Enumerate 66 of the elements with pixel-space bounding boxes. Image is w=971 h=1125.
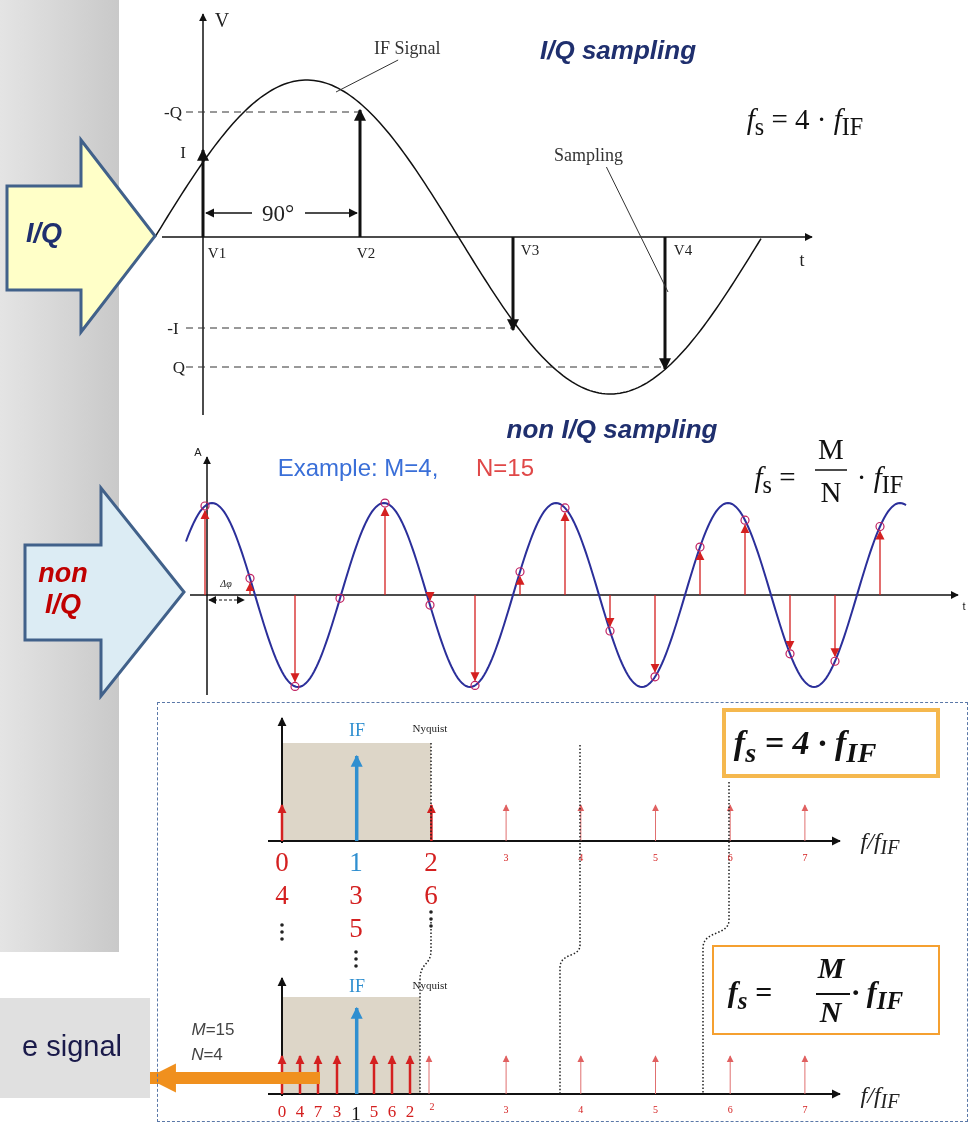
- axis-label: t: [799, 251, 805, 269]
- dimension-label: Δφ: [220, 579, 232, 589]
- axis-tick-label: 2: [405, 1102, 415, 1120]
- dashed-panel: [157, 702, 968, 1122]
- axis-tick-label: 5: [653, 1105, 658, 1115]
- sample-label: V3: [520, 242, 540, 258]
- axis-tick-label: 5: [349, 914, 363, 942]
- axis-tick-label: 5: [653, 853, 658, 863]
- axis-tick-label: 1: [351, 1103, 361, 1123]
- sample-label: V1: [207, 245, 227, 261]
- block-arrow-connector: [147, 1063, 320, 1093]
- callout-label: IF Signal: [372, 38, 467, 60]
- axis-tick-label: 2: [429, 1102, 435, 1112]
- axis-tick-label: 4: [295, 1102, 305, 1120]
- axis-label: A: [194, 446, 202, 458]
- axis-tick-label: 1: [349, 848, 363, 876]
- block-arrow: non I/Q: [22, 486, 187, 698]
- formula: · f$_{IF}$: [856, 462, 904, 498]
- axis-tick-label: 2: [424, 848, 438, 876]
- axis-tick-label: 6: [727, 1105, 733, 1115]
- leader-line: [335, 59, 399, 93]
- example-text: N=15: [476, 454, 534, 482]
- parameter-label: M=15: [191, 1020, 235, 1040]
- axis-tick-label: 6: [387, 1102, 397, 1120]
- example-text: Example: M=4,: [277, 454, 439, 482]
- axis-label: V: [214, 10, 230, 30]
- spectral-label: IF: [349, 977, 365, 995]
- axis-tick-label: 6: [424, 881, 438, 909]
- axis-label: t: [962, 600, 966, 612]
- axis-tick-label: -Q: [164, 103, 182, 121]
- chart-title: I/Q sampling: [540, 37, 696, 63]
- axis-tick-label: 4: [578, 1105, 584, 1115]
- sample-label: V2: [356, 245, 376, 261]
- spectral-label: Nyquist: [412, 979, 448, 991]
- block-arrow: I/Q: [4, 138, 158, 334]
- axis-tick-label: 7: [802, 1105, 808, 1115]
- axis-tick-label: 3: [503, 1105, 509, 1115]
- axis-tick-label: 7: [313, 1102, 323, 1120]
- axis-tick-label: 0: [275, 848, 289, 876]
- axis-tick-label: 3: [332, 1102, 342, 1120]
- axis-label: f/f$_{IF}$: [860, 1082, 900, 1112]
- formula: N: [820, 477, 842, 507]
- axis-tick-label: 4: [275, 881, 289, 909]
- axis-tick-label: Q: [172, 358, 186, 376]
- axis-tick-label: 3: [349, 881, 363, 909]
- axis-tick-label: 5: [369, 1102, 379, 1120]
- callout-label: Sampling: [552, 145, 650, 167]
- sample-label: V4: [673, 242, 693, 258]
- axis-tick-label: 3: [503, 853, 509, 863]
- signal-box: e signal: [0, 998, 150, 1098]
- axis-tick-label: 4: [578, 853, 584, 863]
- leader-line: [605, 166, 669, 293]
- formula: M: [818, 434, 844, 464]
- axis-tick-label: -I: [167, 319, 179, 337]
- formula: f$_{s}$ =: [754, 462, 796, 498]
- formula: f$_{s}$ = 4 · f$_{IF}$: [746, 104, 864, 140]
- axis-tick-label: I: [180, 143, 186, 161]
- chart-title: non I/Q sampling: [506, 416, 718, 442]
- axis-tick-label: 7: [802, 853, 808, 863]
- parameter-label: N=4: [191, 1045, 223, 1065]
- axis-label: f/f$_{IF}$: [860, 828, 900, 858]
- formula-box: f$_{s}$ = 4 · f$_{IF}$: [721, 707, 940, 778]
- spectral-label: IF: [349, 721, 365, 739]
- spectral-label: Nyquist: [412, 722, 448, 734]
- axis-tick-label: 0: [277, 1102, 287, 1120]
- axis-tick-label: 6: [727, 853, 733, 863]
